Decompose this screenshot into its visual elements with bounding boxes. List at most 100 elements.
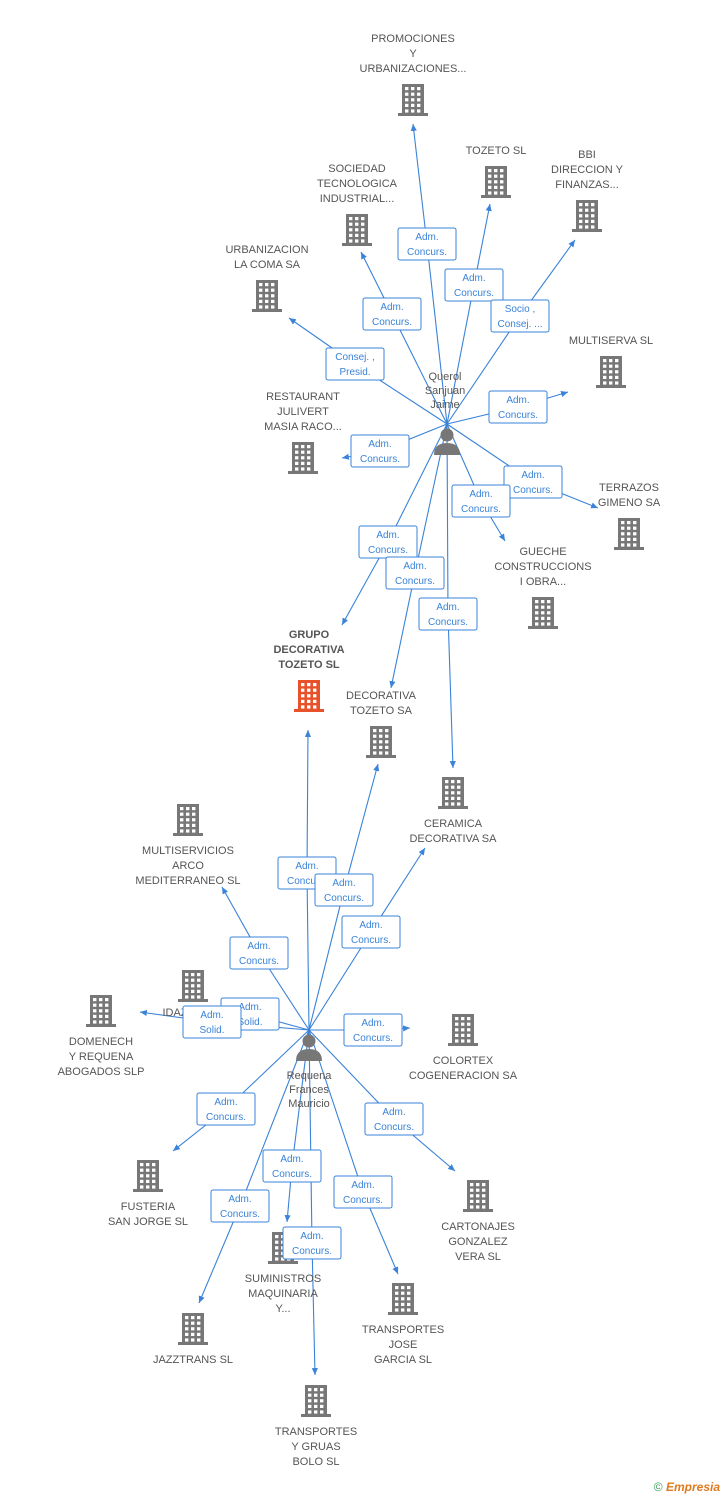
relation-label[interactable]: Adm.Concurs. (262, 1149, 322, 1183)
company-name[interactable]: GUECHE (519, 546, 566, 558)
relation-label[interactable]: Adm.Concurs. (343, 1013, 403, 1047)
company-name[interactable]: TRANSPORTES (362, 1324, 444, 1336)
company-name[interactable]: CERAMICA (424, 818, 483, 830)
company-name[interactable]: DECORATIVA (273, 644, 344, 656)
relation-label[interactable]: Adm.Concurs. (341, 915, 401, 949)
company-name[interactable]: GIMENO SA (598, 497, 661, 509)
relation-label[interactable]: Adm.Concurs. (418, 597, 478, 631)
building-icon[interactable] (252, 280, 282, 312)
building-icon[interactable] (173, 804, 203, 836)
company-name[interactable]: MEDITERRANEO SL (135, 875, 240, 887)
building-icon[interactable] (438, 777, 468, 809)
person-name[interactable]: Jaime (430, 399, 459, 411)
building-icon[interactable] (528, 597, 558, 629)
relation-label[interactable]: Adm.Concurs. (196, 1092, 256, 1126)
company-name[interactable]: TECNOLOGICA (317, 178, 398, 190)
person-icon[interactable] (434, 428, 460, 456)
company-name[interactable]: SUMINISTROS (245, 1273, 321, 1285)
company-name[interactable]: URBANIZACIONES... (360, 63, 467, 75)
relation-label[interactable]: Adm.Concurs. (282, 1226, 342, 1260)
company-name[interactable]: ABOGADOS SLP (58, 1066, 145, 1078)
company-name[interactable]: MASIA RACO... (264, 421, 342, 433)
person-name[interactable]: Mauricio (288, 1098, 330, 1110)
relation-label[interactable]: Socio ,Consej. ... (490, 299, 550, 333)
person-name[interactable]: Querol (428, 371, 461, 383)
company-name[interactable]: Y (409, 48, 417, 60)
building-icon[interactable] (463, 1180, 493, 1212)
relation-label[interactable]: Adm.Concurs. (364, 1102, 424, 1136)
company-name[interactable]: MAQUINARIA (248, 1288, 318, 1300)
company-name[interactable]: I OBRA... (520, 576, 566, 588)
company-name[interactable]: GARCIA SL (374, 1354, 432, 1366)
company-name[interactable]: COGENERACION SA (409, 1070, 518, 1082)
relation-label[interactable]: Adm.Concurs. (362, 297, 422, 331)
company-name[interactable]: JAZZTRANS SL (153, 1354, 233, 1366)
relation-label[interactable]: Adm.Concurs. (444, 268, 504, 302)
company-name[interactable]: TOZETO SL (466, 145, 527, 157)
company-name[interactable]: BOLO SL (292, 1456, 339, 1468)
company-name[interactable]: SOCIEDAD (328, 163, 386, 175)
building-icon[interactable] (288, 442, 318, 474)
building-icon[interactable] (366, 726, 396, 758)
building-icon[interactable] (342, 214, 372, 246)
relation-label[interactable]: Adm.Concurs. (333, 1175, 393, 1209)
company-name[interactable]: TERRAZOS (599, 482, 659, 494)
relation-label[interactable]: Adm.Solid. (182, 1005, 242, 1039)
relation-label[interactable]: Adm.Concurs. (314, 873, 374, 907)
relation-label[interactable]: Adm.Concurs. (210, 1189, 270, 1223)
building-icon[interactable] (178, 970, 208, 1002)
company-name[interactable]: Y GRUAS (291, 1441, 340, 1453)
building-icon[interactable] (614, 518, 644, 550)
relation-label[interactable]: Adm.Concurs. (397, 227, 457, 261)
company-name[interactable]: COLORTEX (433, 1055, 494, 1067)
person-icon[interactable] (296, 1034, 322, 1062)
person-name[interactable]: Frances (289, 1084, 329, 1096)
person-name[interactable]: Sanjuan (425, 385, 465, 397)
company-name[interactable]: DOMENECH (69, 1036, 133, 1048)
company-name[interactable]: FINANZAS... (555, 179, 619, 191)
company-name[interactable]: TRANSPORTES (275, 1426, 357, 1438)
company-name[interactable]: CONSTRUCCIONS (494, 561, 591, 573)
company-name[interactable]: Y REQUENA (69, 1051, 134, 1063)
building-icon[interactable] (178, 1313, 208, 1345)
building-icon[interactable] (448, 1014, 478, 1046)
company-name[interactable]: MULTISERVICIOS (142, 845, 234, 857)
relation-label[interactable]: Adm.Concurs. (488, 390, 548, 424)
company-name[interactable]: INDUSTRIAL... (320, 193, 395, 205)
building-icon[interactable] (301, 1385, 331, 1417)
building-icon[interactable] (133, 1160, 163, 1192)
company-name[interactable]: TOZETO SA (350, 705, 413, 717)
company-name[interactable]: PROMOCIONES (371, 33, 455, 45)
footer-brand[interactable]: © Empresia (654, 1480, 720, 1494)
building-icon[interactable] (388, 1283, 418, 1315)
relation-label[interactable]: Adm.Concurs. (503, 465, 563, 499)
building-icon[interactable] (481, 166, 511, 198)
building-icon[interactable] (294, 680, 324, 712)
company-name[interactable]: GONZALEZ (448, 1236, 508, 1248)
company-name[interactable]: SAN JORGE SL (108, 1216, 188, 1228)
company-name[interactable]: TOZETO SL (278, 659, 340, 671)
company-name[interactable]: URBANIZACION (225, 244, 308, 256)
building-icon[interactable] (86, 995, 116, 1027)
company-name[interactable]: GRUPO (289, 629, 330, 641)
company-name[interactable]: IDAZ (162, 1007, 187, 1019)
company-name[interactable]: CARTONAJES (441, 1221, 515, 1233)
relation-label[interactable]: Adm.Concurs. (451, 484, 511, 518)
building-icon[interactable] (596, 356, 626, 388)
relation-label[interactable]: Adm.Concurs. (385, 556, 445, 590)
company-name[interactable]: DIRECCION Y (551, 164, 624, 176)
company-name[interactable]: VERA SL (455, 1251, 501, 1263)
company-name[interactable]: JOSE (389, 1339, 418, 1351)
relation-label[interactable]: Adm.Concurs. (358, 525, 418, 559)
building-icon[interactable] (398, 84, 428, 116)
company-name[interactable]: Y... (275, 1303, 290, 1315)
relation-label[interactable]: Adm.Concurs. (229, 936, 289, 970)
relation-label[interactable]: Consej. ,Presid. (325, 347, 385, 381)
company-name[interactable]: JULIVERT (277, 406, 329, 418)
company-name[interactable]: DECORATIVA (346, 690, 417, 702)
relation-label[interactable]: Adm.Concurs. (350, 434, 410, 468)
company-name[interactable]: RESTAURANT (266, 391, 340, 403)
company-name[interactable]: DECORATIVA SA (409, 833, 497, 845)
company-name[interactable]: BBI (578, 149, 596, 161)
building-icon[interactable] (572, 200, 602, 232)
